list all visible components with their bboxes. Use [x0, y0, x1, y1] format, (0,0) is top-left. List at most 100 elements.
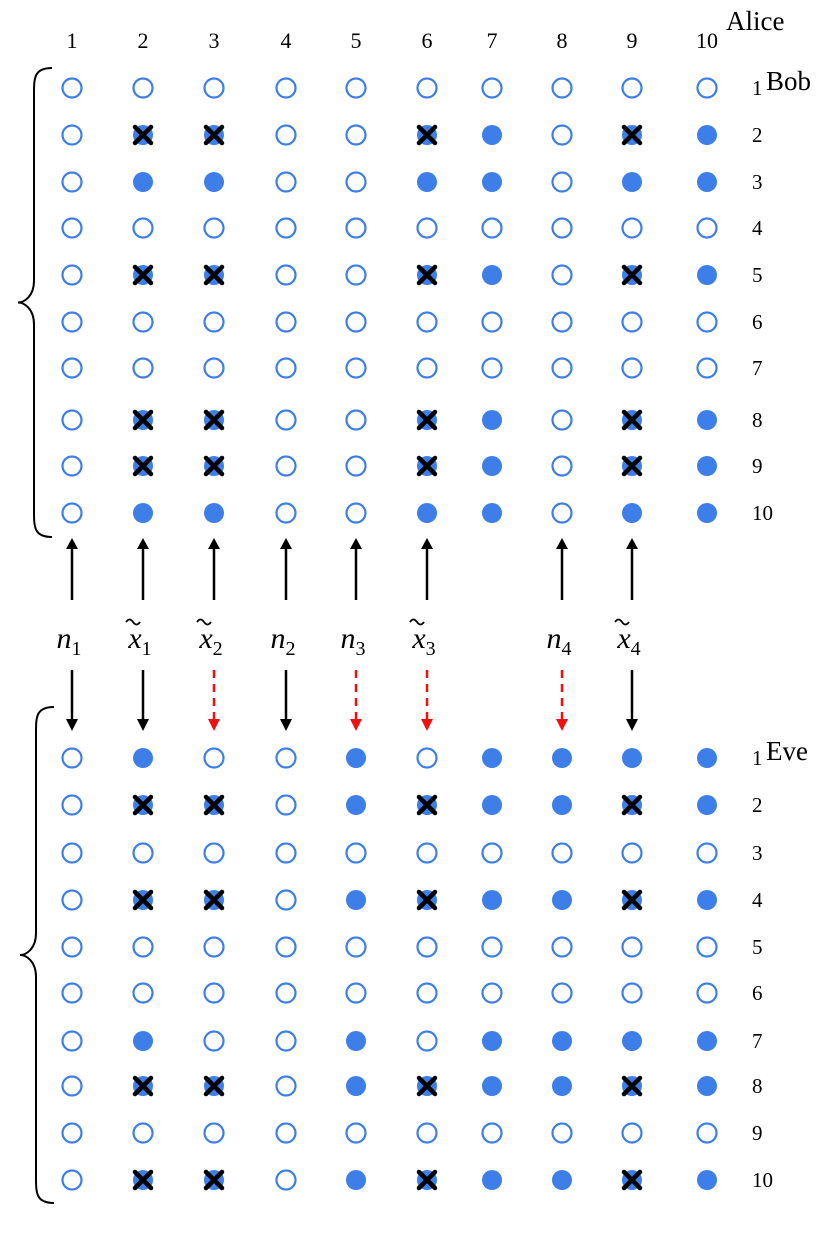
- filled-dot: [133, 748, 153, 768]
- column-header: 10: [696, 28, 718, 53]
- filled-dot: [697, 795, 717, 815]
- open-dot: [551, 409, 573, 431]
- row-label: 1: [752, 746, 763, 770]
- filled-dot: [482, 890, 502, 910]
- open-dot: [481, 311, 503, 333]
- cross-mark: [416, 409, 438, 431]
- filled-dot: [482, 503, 502, 523]
- open-dot: [275, 936, 297, 958]
- open-dot: [275, 455, 297, 477]
- channel-label-subscript: 3: [356, 638, 366, 660]
- row-label: 2: [752, 793, 763, 817]
- row-label: 5: [752, 935, 763, 959]
- cross-mark: [132, 264, 154, 286]
- open-dot: [203, 936, 225, 958]
- open-dot: [696, 936, 718, 958]
- row-label: 4: [752, 216, 763, 240]
- open-dot: [61, 311, 83, 333]
- bob-grid: [61, 77, 718, 524]
- row-label: 7: [752, 356, 763, 380]
- channel-label-base: n: [57, 622, 72, 655]
- open-dot: [275, 264, 297, 286]
- up-arrow-head: [208, 538, 220, 549]
- cross-mark: [203, 409, 225, 431]
- cross-mark: [132, 455, 154, 477]
- bob-label: Bob: [766, 66, 811, 96]
- open-dot: [61, 889, 83, 911]
- open-dot: [551, 1122, 573, 1144]
- channel-label-base: x: [616, 622, 631, 655]
- open-dot: [621, 1122, 643, 1144]
- filled-dot: [482, 1170, 502, 1190]
- filled-dot: [346, 890, 366, 910]
- open-dot: [345, 77, 367, 99]
- open-dot: [275, 217, 297, 239]
- open-dot: [61, 502, 83, 524]
- channel-label: n4: [547, 622, 572, 660]
- channel-label-subscript: 3: [426, 638, 436, 660]
- open-dot: [275, 502, 297, 524]
- open-dot: [551, 842, 573, 864]
- up-arrow-head: [137, 538, 149, 549]
- open-dot: [621, 77, 643, 99]
- open-dot: [203, 842, 225, 864]
- channel-label-subscript: 1: [72, 638, 82, 660]
- open-dot: [696, 311, 718, 333]
- open-dot: [416, 217, 438, 239]
- open-dot: [696, 217, 718, 239]
- filled-dot: [697, 748, 717, 768]
- open-dot: [61, 747, 83, 769]
- filled-dot: [552, 890, 572, 910]
- channel-label-subscript: 4: [631, 638, 641, 660]
- filled-dot: [346, 1076, 366, 1096]
- cross-mark: [203, 889, 225, 911]
- filled-dot: [552, 795, 572, 815]
- open-dot: [481, 1122, 503, 1144]
- open-dot: [132, 357, 154, 379]
- open-dot: [132, 842, 154, 864]
- open-dot: [345, 982, 367, 1004]
- filled-dot: [346, 1031, 366, 1051]
- cross-mark: [621, 1169, 643, 1191]
- bob-brace: [17, 67, 53, 538]
- open-dot: [551, 217, 573, 239]
- open-dot: [345, 264, 367, 286]
- column-header: 3: [209, 28, 220, 53]
- filled-dot: [622, 172, 642, 192]
- cross-mark: [621, 1075, 643, 1097]
- open-dot: [621, 842, 643, 864]
- eve-grid: [61, 747, 718, 1191]
- filled-dot: [697, 456, 717, 476]
- tilde-accent: [196, 618, 212, 626]
- open-dot: [275, 889, 297, 911]
- open-dot: [132, 217, 154, 239]
- channel-label-base: n: [547, 622, 562, 655]
- open-dot: [551, 982, 573, 1004]
- channel-label-subscript: 1: [142, 638, 152, 660]
- cross-mark: [203, 264, 225, 286]
- up-arrow-head: [280, 538, 292, 549]
- open-dot: [621, 936, 643, 958]
- open-dot: [275, 842, 297, 864]
- filled-dot: [346, 1170, 366, 1190]
- filled-dot: [552, 748, 572, 768]
- open-dot: [551, 936, 573, 958]
- cross-mark: [621, 794, 643, 816]
- open-dot: [61, 1169, 83, 1191]
- open-dot: [132, 982, 154, 1004]
- dashed-down-arrow-head: [350, 719, 362, 731]
- channel-label: n2: [271, 622, 296, 660]
- open-dot: [621, 982, 643, 1004]
- open-dot: [345, 217, 367, 239]
- cross-mark: [203, 455, 225, 477]
- filled-dot: [482, 1031, 502, 1051]
- open-dot: [696, 842, 718, 864]
- channel-label-base: n: [341, 622, 356, 655]
- open-dot: [551, 455, 573, 477]
- open-dot: [275, 1030, 297, 1052]
- filled-dot: [552, 1170, 572, 1190]
- open-dot: [275, 1122, 297, 1144]
- cross-mark: [132, 1075, 154, 1097]
- cross-mark: [416, 889, 438, 911]
